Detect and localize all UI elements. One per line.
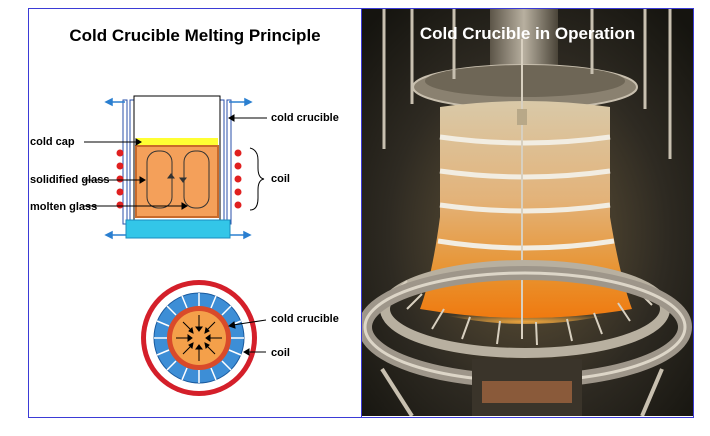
right-panel-frame xyxy=(361,8,694,418)
operation-photo xyxy=(362,9,693,416)
induction-coil-dots xyxy=(116,149,242,209)
coil-bracket xyxy=(249,147,265,211)
label-solidified-glass: solidified glass xyxy=(30,174,110,186)
support-rods xyxy=(382,9,672,159)
cold-cap-layer xyxy=(136,138,218,146)
label-cold-crucible-top: cold crucible xyxy=(271,112,339,124)
coil-bands xyxy=(437,134,615,251)
inward-force-arrows xyxy=(176,315,222,361)
label-cold-crucible-bottom: cold crucible xyxy=(271,313,339,325)
cross-section xyxy=(141,280,267,396)
segment-dividers xyxy=(154,293,244,383)
label-cold-cap: cold cap xyxy=(30,136,75,148)
principle-title: Cold Crucible Melting Principle xyxy=(69,26,321,45)
water-cooled-base xyxy=(125,219,231,239)
operation-title: Cold Crucible in Operation xyxy=(419,24,636,43)
molten-glass-pool xyxy=(136,146,218,217)
water-flow-arrows xyxy=(104,97,253,240)
cross-section-leaders xyxy=(227,319,267,356)
crucible-wall-left xyxy=(122,99,135,225)
label-coil-top: coil xyxy=(271,173,290,185)
label-molten-glass: molten glass xyxy=(30,201,98,213)
solidified-glass-skin xyxy=(135,145,219,218)
label-coil-bottom: coil xyxy=(271,347,290,359)
leader-arrows xyxy=(84,114,267,210)
cold-crucible-diagram xyxy=(84,95,267,396)
convection-loops xyxy=(146,150,210,209)
